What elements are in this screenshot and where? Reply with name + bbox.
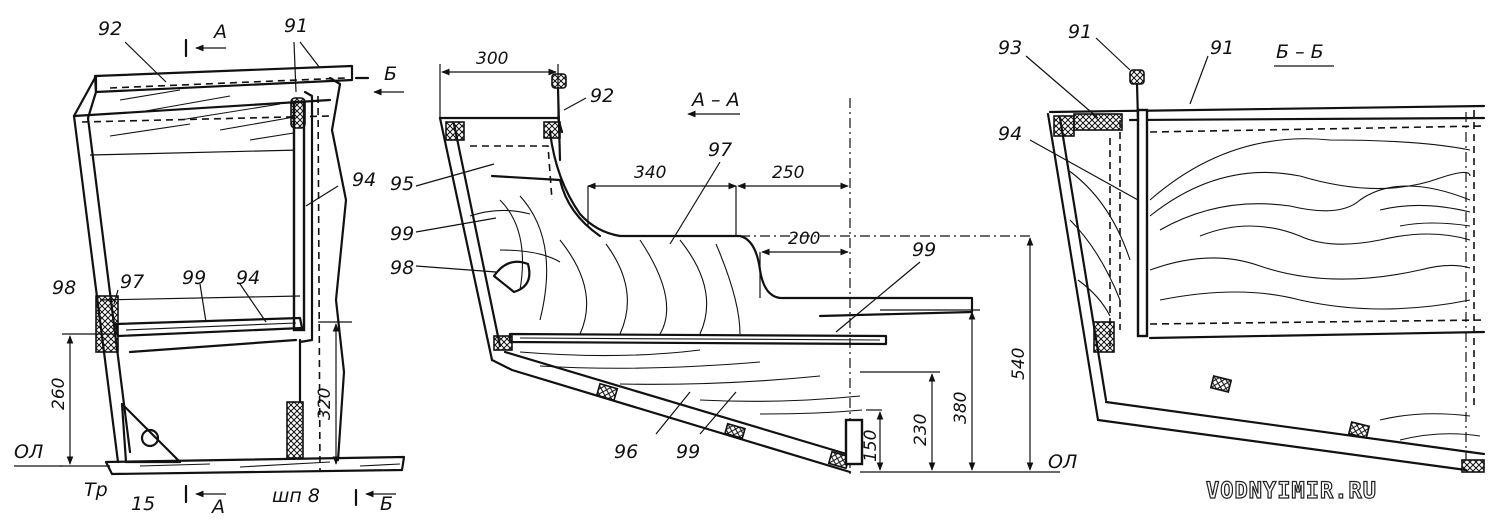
corner-block-93b: [1073, 113, 1123, 131]
label-91: 91: [284, 15, 308, 37]
fitting-92: [551, 73, 567, 89]
chine-block-1: [493, 335, 513, 351]
fitting-91: [1129, 69, 1145, 85]
dim-200: 200: [788, 229, 820, 249]
label-tp: Тр: [84, 479, 108, 501]
label-94: 94: [352, 169, 376, 191]
runner-1: [595, 382, 619, 402]
title-b-b: Б – Б: [1276, 41, 1324, 63]
dim-380: 380: [951, 392, 971, 424]
corner-block-tr: [543, 121, 561, 139]
dim-250: 250: [772, 163, 804, 183]
block-97-98: [95, 295, 119, 353]
runner-r2: [1347, 421, 1371, 439]
dim-300: 300: [476, 49, 508, 69]
panel-94-right: [1136, 108, 1149, 338]
label-shp8: шп 8: [272, 485, 320, 507]
cut-a-bottom: А: [210, 496, 225, 518]
corner-block-lower: [1093, 321, 1115, 353]
label-97: 97: [120, 271, 144, 293]
label-93: 93: [998, 37, 1022, 59]
label-91-right-a: 91: [1068, 21, 1092, 43]
middle-view: А – А 92 95 99 98 97 99 96 99 ОЛ 300 340…: [390, 49, 1077, 476]
label-92-mid: 92: [590, 85, 614, 107]
label-15: 15: [131, 493, 155, 515]
watermark: VODNYIMIR.RU: [1206, 479, 1377, 504]
cut-b-top: Б: [384, 63, 397, 85]
label-94b: 94: [236, 267, 260, 289]
dim-150: 150: [861, 430, 881, 462]
corner-block-tl: [445, 121, 465, 141]
cut-b-bottom: Б: [380, 493, 393, 515]
dim-340: 340: [634, 163, 666, 183]
corner-block-93a: [1053, 115, 1075, 137]
label-99-mid-b: 99: [912, 239, 936, 261]
dim-230: 230: [911, 414, 931, 446]
label-98-mid: 98: [390, 257, 414, 279]
label-99: 99: [182, 267, 206, 289]
cut-a-top: А: [212, 21, 227, 43]
right-view: Б – Б 91 91 93 94: [998, 21, 1486, 473]
label-95: 95: [390, 173, 414, 195]
left-view: 92 91 94 98 97 99 94 15 Тр шп 8 ОЛ 260 3…: [14, 15, 406, 518]
label-99-mid-c: 99: [676, 441, 700, 463]
runner-r3: [1461, 459, 1485, 473]
label-99-mid-a: 99: [390, 223, 414, 245]
title-a-a: А – А: [690, 89, 740, 111]
label-96: 96: [614, 441, 638, 463]
runner-2: [723, 422, 747, 440]
label-94-right: 94: [998, 123, 1022, 145]
label-ol-left: ОЛ: [14, 441, 43, 463]
label-91-right-b: 91: [1210, 37, 1234, 59]
label-92: 92: [98, 18, 122, 40]
dim-540: 540: [1009, 348, 1029, 380]
post-150: [844, 418, 864, 466]
dim-260: 260: [49, 378, 69, 410]
post-shp8: [286, 401, 304, 459]
label-ol-mid: ОЛ: [1048, 451, 1077, 473]
dim-320: 320: [315, 388, 335, 420]
runner-r1: [1209, 375, 1233, 393]
label-98: 98: [52, 277, 76, 299]
label-97-mid: 97: [708, 139, 732, 161]
seat-91-section: [290, 97, 306, 129]
